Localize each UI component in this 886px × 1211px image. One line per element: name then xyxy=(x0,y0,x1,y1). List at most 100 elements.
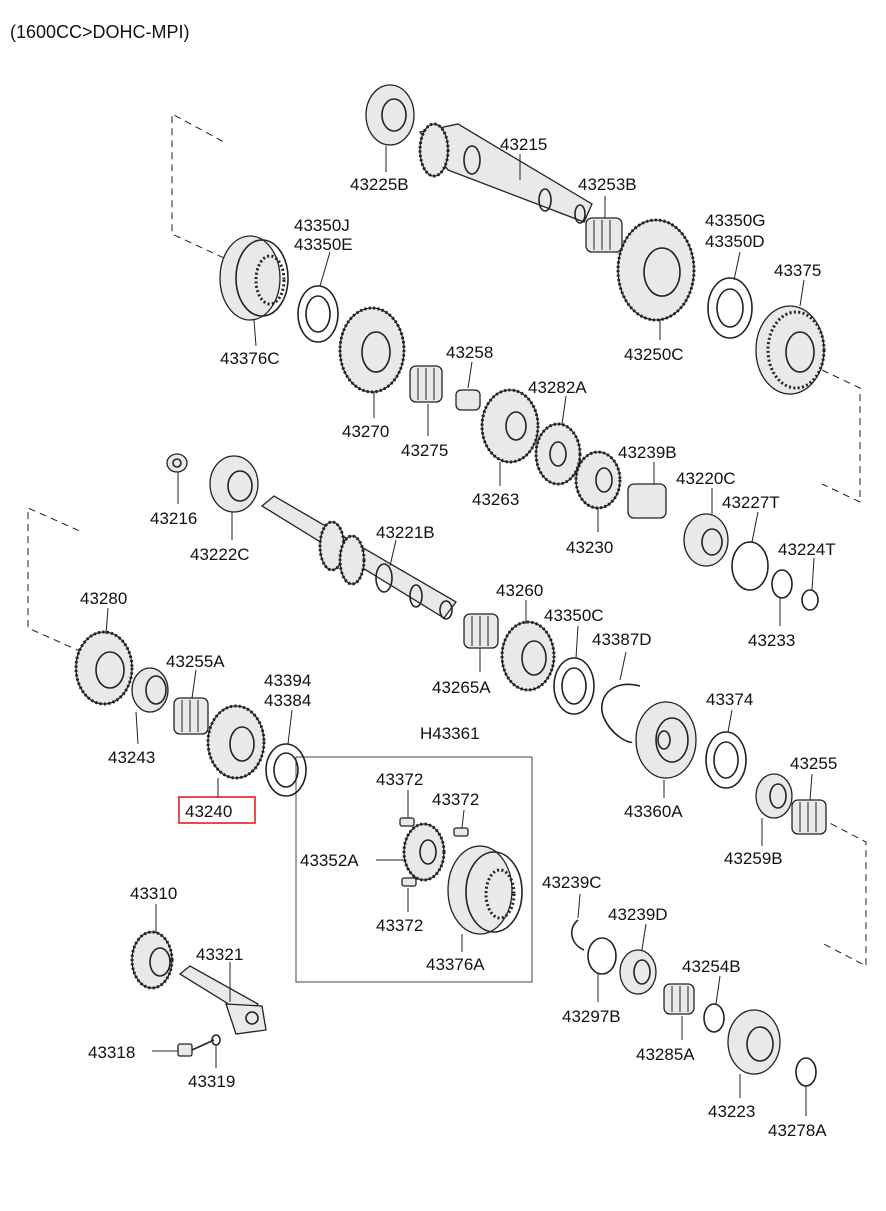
h43361-group-box xyxy=(295,756,533,983)
part-label[interactable]: 43394 xyxy=(264,671,311,690)
part-label[interactable]: 43387D xyxy=(592,630,652,649)
part-label[interactable]: 43350G xyxy=(705,211,766,230)
needle-bearing-43255 xyxy=(791,799,827,835)
bearing-43222c xyxy=(209,455,259,513)
gear-43282a xyxy=(534,422,582,486)
part-label[interactable]: 43350J xyxy=(294,216,350,235)
snap-ring-43254b xyxy=(703,1003,725,1033)
part-label[interactable]: 43265A xyxy=(432,678,491,697)
part-label[interactable]: 43372 xyxy=(376,770,423,789)
part-label[interactable]: 43239D xyxy=(608,905,668,924)
bushing-43243 xyxy=(131,667,169,713)
snap-ring-43233 xyxy=(771,569,793,599)
synchro-ring-43374 xyxy=(705,731,747,789)
part-label[interactable]: 43372 xyxy=(376,916,423,935)
part-label[interactable]: 43350E xyxy=(294,235,353,254)
shaft-43215 xyxy=(418,122,593,224)
gear-43250c xyxy=(616,218,696,322)
part-label[interactable]: H43361 xyxy=(420,724,480,743)
part-label[interactable]: 43282A xyxy=(528,378,587,397)
part-label[interactable]: 43227T xyxy=(722,493,780,512)
gear-43240 xyxy=(206,704,266,780)
synchro-ring-43350j xyxy=(297,285,339,343)
part-label[interactable]: 43220C xyxy=(676,469,736,488)
needle-bearing-43285a xyxy=(663,983,695,1015)
diagram-title: (1600CC>DOHC-MPI) xyxy=(10,22,190,42)
part-label[interactable]: 43260 xyxy=(496,581,543,600)
needle-bearing-43255a xyxy=(173,697,209,735)
part-label[interactable]: 43233 xyxy=(748,631,795,650)
part-label[interactable]: 43222C xyxy=(190,545,250,564)
sleeve-43376c xyxy=(219,235,289,321)
needle-bearing-43275 xyxy=(409,365,443,403)
part-label[interactable]: 43360A xyxy=(624,802,683,821)
part-label[interactable]: 43297B xyxy=(562,1007,621,1026)
washer-43297b xyxy=(587,937,617,975)
key-43372-b xyxy=(453,827,469,837)
part-label-highlighted[interactable]: 43240 xyxy=(185,802,232,821)
needle-bearing-43253b xyxy=(585,217,623,253)
snap-ring-43278a xyxy=(795,1057,817,1087)
part-label[interactable]: 43374 xyxy=(706,690,753,709)
needle-bearing-43265a xyxy=(463,613,499,649)
synchro-ring-43394 xyxy=(265,743,307,797)
snap-ring-43227t xyxy=(731,541,769,591)
gear-43280 xyxy=(74,630,134,706)
part-drawings xyxy=(74,84,827,1087)
part-label[interactable]: 43255 xyxy=(790,754,837,773)
part-label[interactable]: 43263 xyxy=(472,490,519,509)
part-label[interactable]: 43221B xyxy=(376,523,435,542)
part-label[interactable]: 43310 xyxy=(130,884,177,903)
part-label[interactable]: 43224T xyxy=(778,540,836,559)
synchro-hub-43375 xyxy=(755,305,826,395)
gear-43310 xyxy=(130,930,174,990)
part-label[interactable]: 43250C xyxy=(624,345,684,364)
part-label[interactable]: 43278A xyxy=(768,1121,827,1140)
bearing-43223 xyxy=(727,1009,781,1075)
part-label[interactable]: 43259B xyxy=(724,849,783,868)
part-label[interactable]: 43384 xyxy=(264,691,311,710)
bushing-43258 xyxy=(455,389,481,411)
part-label[interactable]: 43230 xyxy=(566,538,613,557)
shaft-43221b xyxy=(260,495,457,620)
part-label[interactable]: 43280 xyxy=(80,589,127,608)
nut-43216 xyxy=(166,453,188,473)
leader-lines xyxy=(105,146,815,1116)
part-label[interactable]: 43255A xyxy=(166,652,225,671)
reference-dashed-lines xyxy=(27,113,867,967)
part-label[interactable]: 43253B xyxy=(578,175,637,194)
part-label[interactable]: 43239C xyxy=(542,873,602,892)
bushing-43259b xyxy=(755,773,793,819)
part-label[interactable]: 43375 xyxy=(774,261,821,280)
part-label[interactable]: 43254B xyxy=(682,957,741,976)
part-label[interactable]: 43321 xyxy=(196,945,243,964)
part-label[interactable]: 43376A xyxy=(426,955,485,974)
part-label[interactable]: 43376C xyxy=(220,349,280,368)
gear-43263 xyxy=(480,388,540,464)
part-label[interactable]: 43285A xyxy=(636,1045,695,1064)
part-labels: 43225B 43215 43253B 43350J 43350E 43350G… xyxy=(80,135,837,1140)
snap-ring-43239c xyxy=(571,919,585,951)
part-label[interactable]: 43318 xyxy=(88,1043,135,1062)
part-label[interactable]: 43270 xyxy=(342,422,389,441)
part-label[interactable]: 43352A xyxy=(300,851,359,870)
part-label[interactable]: 43258 xyxy=(446,343,493,362)
part-label[interactable]: 43350D xyxy=(705,232,765,251)
gear-43260 xyxy=(500,620,556,692)
bushing-43239d xyxy=(619,949,657,995)
part-label[interactable]: 43239B xyxy=(618,443,677,462)
part-label[interactable]: 43225B xyxy=(350,175,409,194)
part-label[interactable]: 43223 xyxy=(708,1102,755,1121)
part-label[interactable]: 43319 xyxy=(188,1072,235,1091)
shaft-43321 xyxy=(178,965,267,1035)
part-label[interactable]: 43216 xyxy=(150,509,197,528)
part-label[interactable]: 43372 xyxy=(432,790,479,809)
highlight-box-43240 xyxy=(178,796,256,824)
part-label[interactable]: 43275 xyxy=(401,441,448,460)
part-label[interactable]: 43243 xyxy=(108,748,155,767)
part-label[interactable]: 43350C xyxy=(544,606,604,625)
part-label[interactable]: 43215 xyxy=(500,135,547,154)
bolt-43318 xyxy=(177,1039,215,1057)
key-43372-a xyxy=(399,817,415,827)
washer-43224t xyxy=(801,589,819,611)
